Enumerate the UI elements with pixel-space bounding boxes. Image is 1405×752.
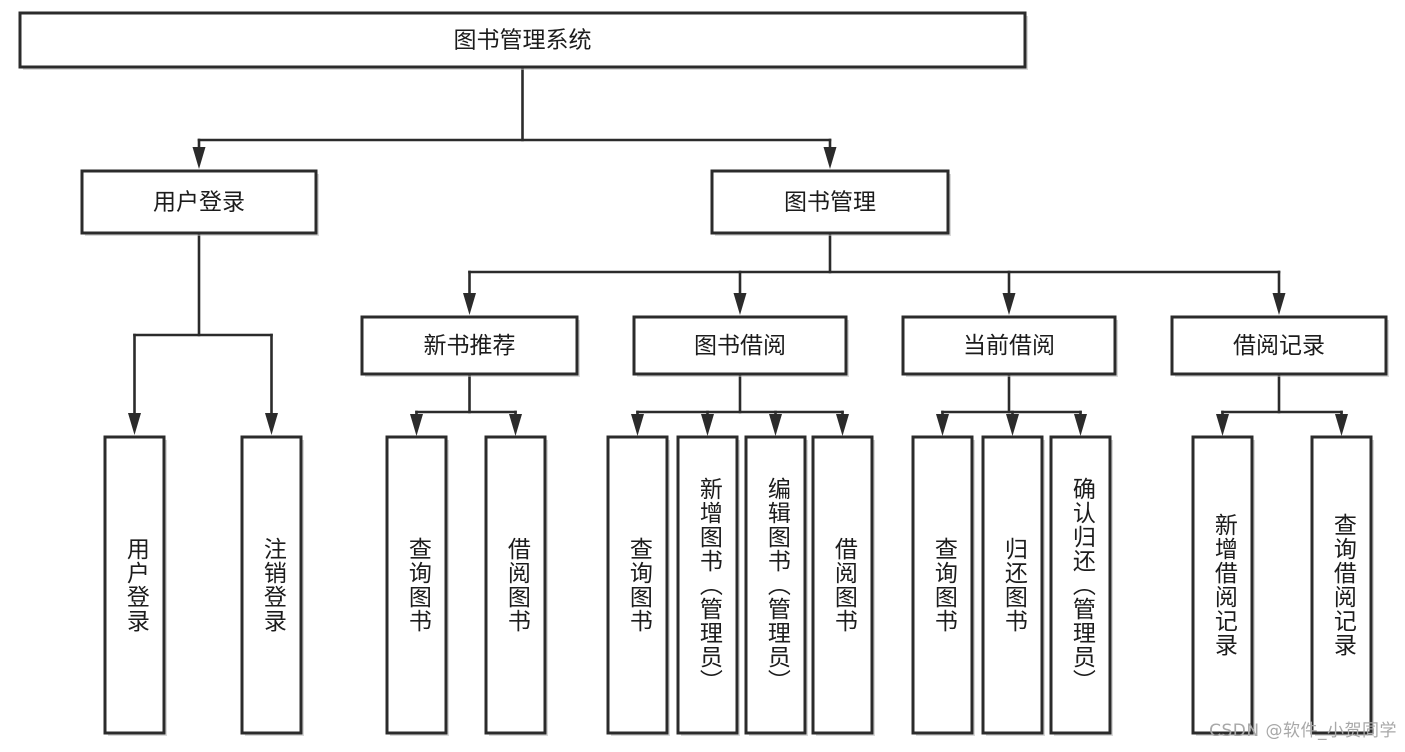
node-leaf-0[interactable]: 用户登录 [105,437,164,733]
node-leaf-1-label: 注销登录 [259,537,286,633]
node-box-level3-2[interactable] [901,315,1117,376]
arrow-head-icon [192,147,206,169]
connector-layer [128,65,1348,436]
node-label-level3-1: 图书借阅 [694,333,786,359]
node-leaf-9-label: 归还图书 [1000,537,1027,633]
node-box-leaf-2[interactable] [385,435,448,735]
node-box-level3-3[interactable] [1170,315,1388,376]
arrow-head-icon [1006,414,1019,436]
node-leaf-12-label: 查询借阅记录 [1329,513,1356,657]
node-box-leaf-11[interactable] [1191,435,1254,735]
node-leaf-6-label: 编辑图书（管理员） [763,477,790,693]
arrow-head-icon [1335,414,1348,436]
arrow-head-icon [769,414,782,436]
node-box-leaf-5[interactable] [676,435,739,735]
arrow-head-icon [733,293,747,315]
arrow-head-icon [631,414,644,436]
node-box-leaf-9[interactable] [981,435,1044,735]
node-box-leaf-10[interactable] [1049,435,1112,735]
node-box-level3-1[interactable] [632,315,848,376]
node-leaf-7[interactable]: 借阅图书 [813,437,872,733]
arrow-head-icon [265,413,278,435]
node-leaf-10-label: 确认归还（管理员） [1068,477,1095,693]
node-box-leaf-8[interactable] [911,435,974,735]
node-box-leaf-12[interactable] [1310,435,1373,735]
node-label-level3-2: 当前借阅 [963,333,1055,359]
node-leaf-7-label: 借阅图书 [830,537,857,633]
node-leaf-2-label: 查询图书 [404,537,431,633]
node-leaf-0-label: 用户登录 [122,537,149,633]
node-leaf-11-label: 新增借阅记录 [1210,513,1237,657]
node-leaf-8-label: 查询图书 [930,537,957,633]
arrow-head-icon [1272,293,1286,315]
node-leaf-11[interactable]: 新增借阅记录 [1193,437,1252,733]
arrow-head-icon [836,414,849,436]
arrow-head-icon [1074,414,1087,436]
node-label-level2-0: 用户登录 [153,190,245,216]
node-leaf-12[interactable]: 查询借阅记录 [1312,437,1371,733]
node-leaf-9[interactable]: 归还图书 [983,437,1042,733]
node-leaf-4[interactable]: 查询图书 [608,437,667,733]
node-box-leaf-6[interactable] [744,435,807,735]
node-box-leaf-3[interactable] [484,435,547,735]
arrow-head-icon [823,147,837,169]
node-box-leaf-4[interactable] [606,435,669,735]
arrow-head-icon [1002,293,1016,315]
node-leaf-3[interactable]: 借阅图书 [486,437,545,733]
node-box-root[interactable] [18,11,1027,69]
node-box-level2-0[interactable] [80,169,318,235]
node-box-level3-0[interactable] [360,315,579,376]
node-box-leaf-1[interactable] [240,435,303,735]
node-leaf-5[interactable]: 新增图书（管理员） [678,437,737,733]
node-leaf-5-label: 新增图书（管理员） [695,477,722,693]
arrow-head-icon [1216,414,1229,436]
arrow-head-icon [410,414,423,436]
node-label-level3-0: 新书推荐 [424,333,516,359]
node-leaf-4-label: 查询图书 [625,537,652,633]
node-box-leaf-7[interactable] [811,435,874,735]
arrow-head-icon [463,293,476,315]
arrow-head-icon [128,413,141,435]
node-box-level2-1[interactable] [710,169,950,235]
arrow-head-icon [509,414,522,436]
node-leaf-8[interactable]: 查询图书 [913,437,972,733]
node-leaf-6[interactable]: 编辑图书（管理员） [746,437,805,733]
box-layer [18,11,1389,736]
node-label-level3-3: 借阅记录 [1233,333,1325,359]
node-leaf-10[interactable]: 确认归还（管理员） [1051,437,1110,733]
watermark-text: CSDN @软件_小贺同学 [1209,721,1397,741]
node-leaf-1[interactable]: 注销登录 [242,437,301,733]
arrow-head-icon [936,414,949,436]
node-box-leaf-0[interactable] [103,435,166,735]
node-leaf-2[interactable]: 查询图书 [387,437,446,733]
node-leaf-3-label: 借阅图书 [503,537,530,633]
arrow-head-icon [701,414,714,436]
node-label-root: 图书管理系统 [454,28,592,54]
node-label-level2-1: 图书管理 [784,190,876,216]
